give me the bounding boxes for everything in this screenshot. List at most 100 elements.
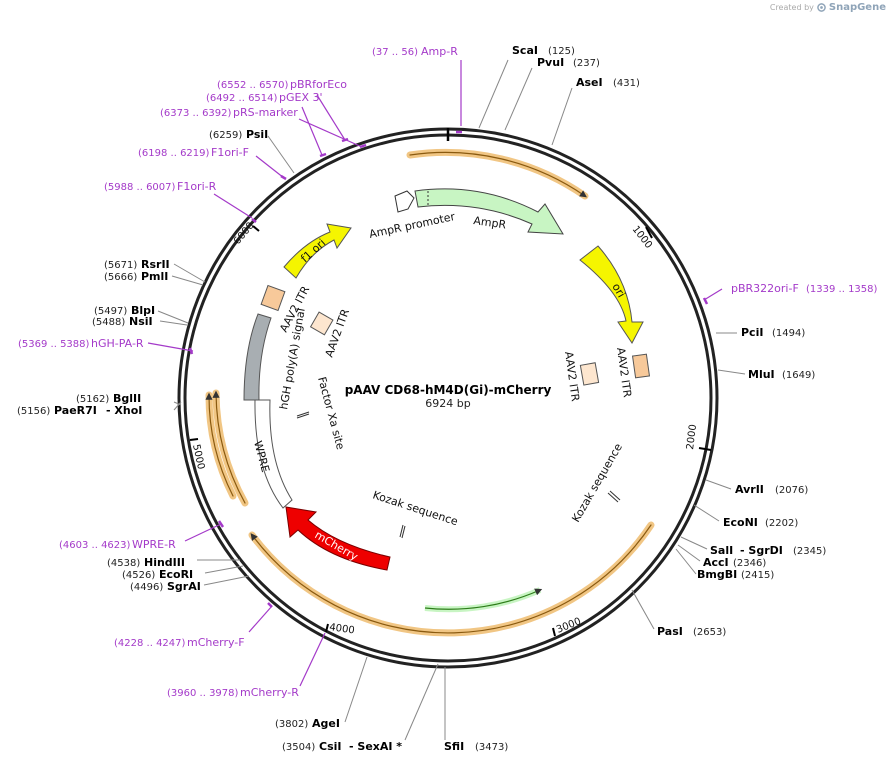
svg-text:(5666): (5666)	[104, 272, 137, 283]
svg-text:Amp-R: Amp-R	[421, 45, 458, 58]
enzyme-bmgbi[interactable]: BmgBI (2415)	[697, 568, 774, 581]
svg-text:(4603 .. 4623): (4603 .. 4623)	[59, 540, 131, 551]
enzyme-nsii[interactable]: (5488) NsiI	[92, 315, 153, 328]
tick-label-2000: 2000	[685, 424, 699, 451]
enzyme-asei[interactable]: AseI (431)	[576, 76, 640, 89]
orf-highlights	[205, 148, 655, 637]
itr-right-label-b: AAV2 ITR	[562, 351, 582, 403]
enzyme-ecori[interactable]: (4526) EcoRI	[122, 568, 193, 581]
svg-text:pBR322ori-F: pBR322ori-F	[731, 282, 799, 295]
center-label: pAAV CD68-hM4D(Gi)-mCherry 6924 bp	[345, 383, 552, 410]
svg-text:(6492 .. 6514): (6492 .. 6514)	[206, 93, 278, 104]
primer-mcherry-r[interactable]: (3960 .. 3978) mCherry-R	[167, 686, 299, 699]
enzyme-hindiii[interactable]: (4538) HindIII	[107, 556, 185, 569]
svg-text:(3960 .. 3978): (3960 .. 3978)	[167, 688, 239, 699]
snapgene-credit: Created by SnapGene	[770, 2, 886, 13]
primer-pbr322ori-f[interactable]: pBR322ori-F (1339 .. 1358)	[731, 282, 878, 295]
svg-text:(2076): (2076)	[775, 485, 808, 496]
enzyme-rsrii[interactable]: (5671) RsrII	[104, 258, 170, 271]
svg-text:PciI: PciI	[741, 326, 763, 339]
feature-ori[interactable]: ori	[579, 245, 644, 344]
feature-itr-left[interactable]: AAV2 ITR AAV2 ITR	[260, 284, 352, 359]
enzyme-pasi[interactable]: PasI (2653)	[657, 625, 726, 638]
svg-text:(1339 .. 1358): (1339 .. 1358)	[806, 284, 878, 295]
svg-text:(4496): (4496)	[130, 582, 163, 593]
svg-text:(37 .. 56): (37 .. 56)	[372, 47, 418, 58]
svg-text:(3473): (3473)	[475, 742, 508, 753]
primer-f1ori-r[interactable]: (5988 .. 6007) F1ori-R	[104, 180, 217, 193]
svg-text:PmlI: PmlI	[141, 270, 168, 283]
enzyme-avrii[interactable]: AvrII (2076)	[735, 483, 808, 496]
svg-text:mCherry-R: mCherry-R	[240, 686, 299, 699]
svg-text:(2346): (2346)	[733, 558, 766, 569]
ori-label: ori	[609, 281, 627, 300]
svg-text:SgrAI: SgrAI	[167, 580, 201, 593]
tick-label-4000: 4000	[329, 622, 356, 636]
primer-pbrforeco[interactable]: (6552 .. 6570) pBRforEco	[217, 78, 347, 91]
svg-text:(5488): (5488)	[92, 317, 125, 328]
feature-itr-right[interactable]: AAV2 ITR AAV2 ITR	[562, 347, 651, 403]
enzyme-psii[interactable]: (6259) PsiI	[209, 128, 268, 141]
primer-prs-marker[interactable]: (6373 .. 6392) pRS-marker	[160, 106, 298, 119]
enzyme-sfii[interactable]: SfiI (3473)	[444, 740, 508, 753]
enzyme-sgrai[interactable]: (4496) SgrAI	[130, 580, 201, 593]
primer-hgh-pa-r[interactable]: (5369 .. 5388) hGH-PA-R	[18, 337, 144, 350]
enzyme-econi[interactable]: EcoNI (2202)	[723, 516, 798, 529]
enzyme-mlui[interactable]: MluI (1649)	[748, 368, 815, 381]
svg-text:pBRforEco: pBRforEco	[290, 78, 347, 91]
enzyme-agei[interactable]: (3802) AgeI	[275, 717, 340, 730]
enzyme-pcii[interactable]: PciI (1494)	[741, 326, 805, 339]
svg-text:(5988 .. 6007): (5988 .. 6007)	[104, 182, 176, 193]
enzyme-acci[interactable]: AccI (2346)	[703, 556, 766, 569]
svg-text:RsrII: RsrII	[141, 258, 170, 271]
enzyme-csii[interactable]: (3504) CsiI - SexAI *	[282, 740, 402, 753]
svg-text:PasI: PasI	[657, 625, 683, 638]
enzyme-blpi[interactable]: (5497) BlpI	[94, 304, 155, 317]
svg-text:PaeR7I: PaeR7I	[54, 404, 97, 417]
primer-mcherry-f[interactable]: (4228 .. 4247) mCherry-F	[114, 636, 245, 649]
svg-text:(1649): (1649)	[782, 370, 815, 381]
feature-ampr[interactable]: AmpR	[414, 188, 564, 235]
enzyme-sali[interactable]: SalI - SgrDI (2345)	[710, 544, 826, 557]
enzyme-paer7i[interactable]: (5156) PaeR7I - XhoI	[17, 404, 142, 417]
svg-text:(2415): (2415)	[741, 570, 774, 581]
primer-pgex3[interactable]: (6492 .. 6514) pGEX 3'	[206, 91, 323, 104]
primer-f1ori-f[interactable]: (6198 .. 6219) F1ori-F	[138, 146, 249, 159]
svg-text:F1ori-R: F1ori-R	[177, 180, 217, 193]
enzyme-pmli[interactable]: (5666) PmlI	[104, 270, 168, 283]
svg-text:(1494): (1494)	[772, 328, 805, 339]
svg-text:MluI: MluI	[748, 368, 775, 381]
svg-text:ScaI: ScaI	[512, 44, 538, 57]
svg-text:(2345): (2345)	[793, 546, 826, 557]
feature-mcherry[interactable]: mCherry	[285, 506, 391, 571]
svg-text:(4538): (4538)	[107, 558, 140, 569]
primer-wpre-r[interactable]: (4603 .. 4623) WPRE-R	[59, 538, 176, 551]
svg-text:(6373 .. 6392): (6373 .. 6392)	[160, 108, 232, 119]
svg-text:pGEX 3': pGEX 3'	[279, 91, 323, 104]
feature-wpre[interactable]: WPRE	[251, 399, 293, 509]
svg-text:(125): (125)	[548, 46, 575, 57]
svg-text:(237): (237)	[573, 58, 600, 69]
feature-kozak-center[interactable]: Kozak sequence	[371, 488, 460, 539]
feature-f1ori[interactable]: f1 ori	[283, 223, 352, 279]
enzyme-scai[interactable]: ScaI (125)	[512, 44, 575, 57]
primer-amp-r[interactable]: (37 .. 56) Amp-R	[372, 45, 458, 58]
svg-text:AvrII: AvrII	[735, 483, 764, 496]
enzyme-bglii[interactable]: (5162) BglII	[76, 392, 141, 405]
svg-text:AccI: AccI	[703, 556, 729, 569]
svg-text:(5162): (5162)	[76, 394, 109, 405]
feature-hgh-polya[interactable]: hGH poly(A) signal	[243, 307, 308, 411]
svg-text:- SgrDI: - SgrDI	[740, 544, 783, 557]
svg-text:(2653): (2653)	[693, 627, 726, 638]
enzyme-pvui[interactable]: PvuI (237)	[537, 56, 600, 69]
ampr-promoter-label: AmpR promoter	[368, 210, 457, 241]
primer-marks	[147, 60, 723, 687]
itr-right-label-a: AAV2 ITR	[614, 347, 634, 399]
svg-text:AseI: AseI	[576, 76, 603, 89]
svg-text:AgeI: AgeI	[312, 717, 340, 730]
green-orf-bar	[424, 587, 543, 613]
svg-text:PsiI: PsiI	[246, 128, 268, 141]
feature-factor-xa[interactable]: Factor Xa site	[296, 375, 347, 451]
feature-kozak-right[interactable]: Kozak sequence	[569, 441, 625, 525]
